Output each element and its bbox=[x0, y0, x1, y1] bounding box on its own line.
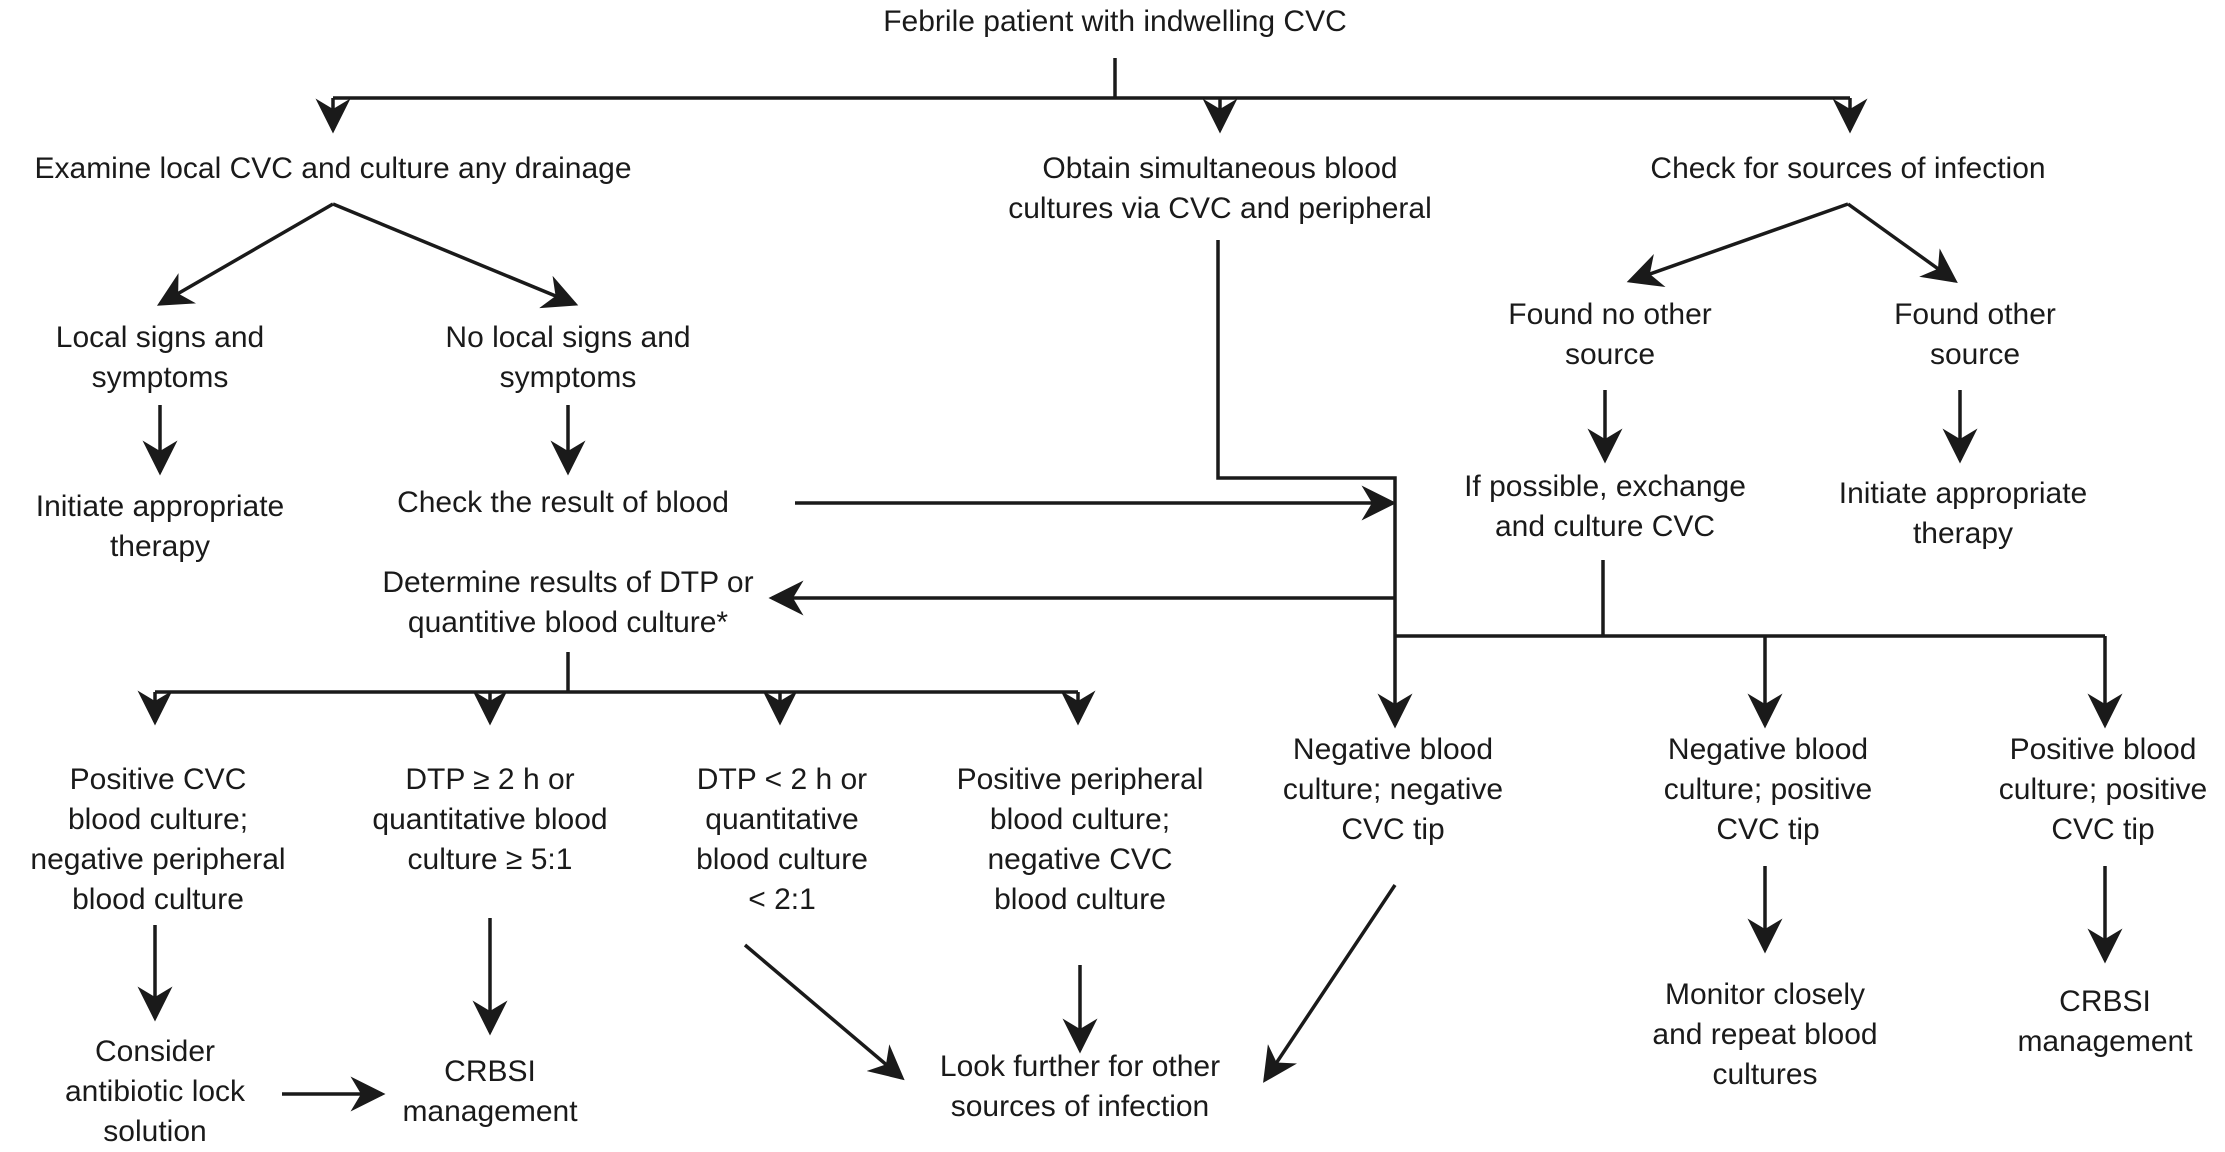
node-found-other-source: Found other source bbox=[1894, 298, 2056, 371]
node-negative-positive: Negative blood culture; positive CVC tip bbox=[1663, 733, 1873, 846]
node-check-sources: Check for sources of infection bbox=[1650, 152, 2046, 185]
arrow-dtp-lt2-to-look bbox=[743, 943, 905, 1081]
node-negative-negative: Negative blood culture; negative CVC tip bbox=[1282, 733, 1504, 846]
node-positive-peripheral-culture: Positive peripheral blood culture; negat… bbox=[956, 763, 1204, 916]
node-dtp-lt-2h: DTP < 2 h or quantitative blood culture … bbox=[696, 763, 868, 916]
node-initiate-therapy-right: Initiate appropriate therapy bbox=[1838, 477, 2088, 550]
node-crbsi-management-left: CRBSI management bbox=[402, 1055, 578, 1128]
arrow-to-no-local-signs bbox=[332, 202, 579, 309]
node-no-local-signs: No local signs and symptoms bbox=[445, 321, 691, 394]
node-found-no-other-source: Found no other source bbox=[1508, 298, 1712, 371]
arrow-neg-neg-to-look bbox=[1263, 884, 1397, 1083]
connector-obtain-down bbox=[1216, 240, 1397, 636]
node-dtp-ge-2h: DTP ≥ 2 h or quantitative blood culture … bbox=[372, 763, 608, 876]
node-monitor-closely: Monitor closely and repeat blood culture… bbox=[1652, 978, 1878, 1091]
node-local-signs: Local signs and symptoms bbox=[55, 321, 265, 394]
node-look-further: Look further for other sources of infect… bbox=[939, 1050, 1221, 1123]
arrow-to-found-no-other bbox=[1626, 202, 1849, 288]
node-initiate-therapy-left: Initiate appropriate therapy bbox=[35, 490, 285, 563]
node-check-result: Check the result of blood bbox=[397, 486, 729, 519]
node-obtain-blood-cultures: Obtain simultaneous blood cultures via C… bbox=[1008, 152, 1432, 225]
node-positive-cvc-culture: Positive CVC blood culture; negative per… bbox=[30, 763, 286, 916]
arrow-to-found-other bbox=[1846, 202, 1958, 284]
node-determine-results: Determine results of DTP or quantitive b… bbox=[382, 566, 754, 639]
node-crbsi-management-right: CRBSI management bbox=[2017, 985, 2193, 1058]
node-consider-lock-solution: Consider antibiotic lock solution bbox=[64, 1035, 246, 1148]
node-root: Febrile patient with indwelling CVC bbox=[883, 5, 1347, 38]
node-positive-positive: Positive blood culture; positive CVC tip bbox=[1998, 733, 2208, 846]
arrow-to-local-signs bbox=[156, 202, 334, 306]
node-examine-local-cvc: Examine local CVC and culture any draina… bbox=[34, 152, 632, 185]
node-exchange-culture-cvc: If possible, exchange and culture CVC bbox=[1464, 470, 1746, 543]
